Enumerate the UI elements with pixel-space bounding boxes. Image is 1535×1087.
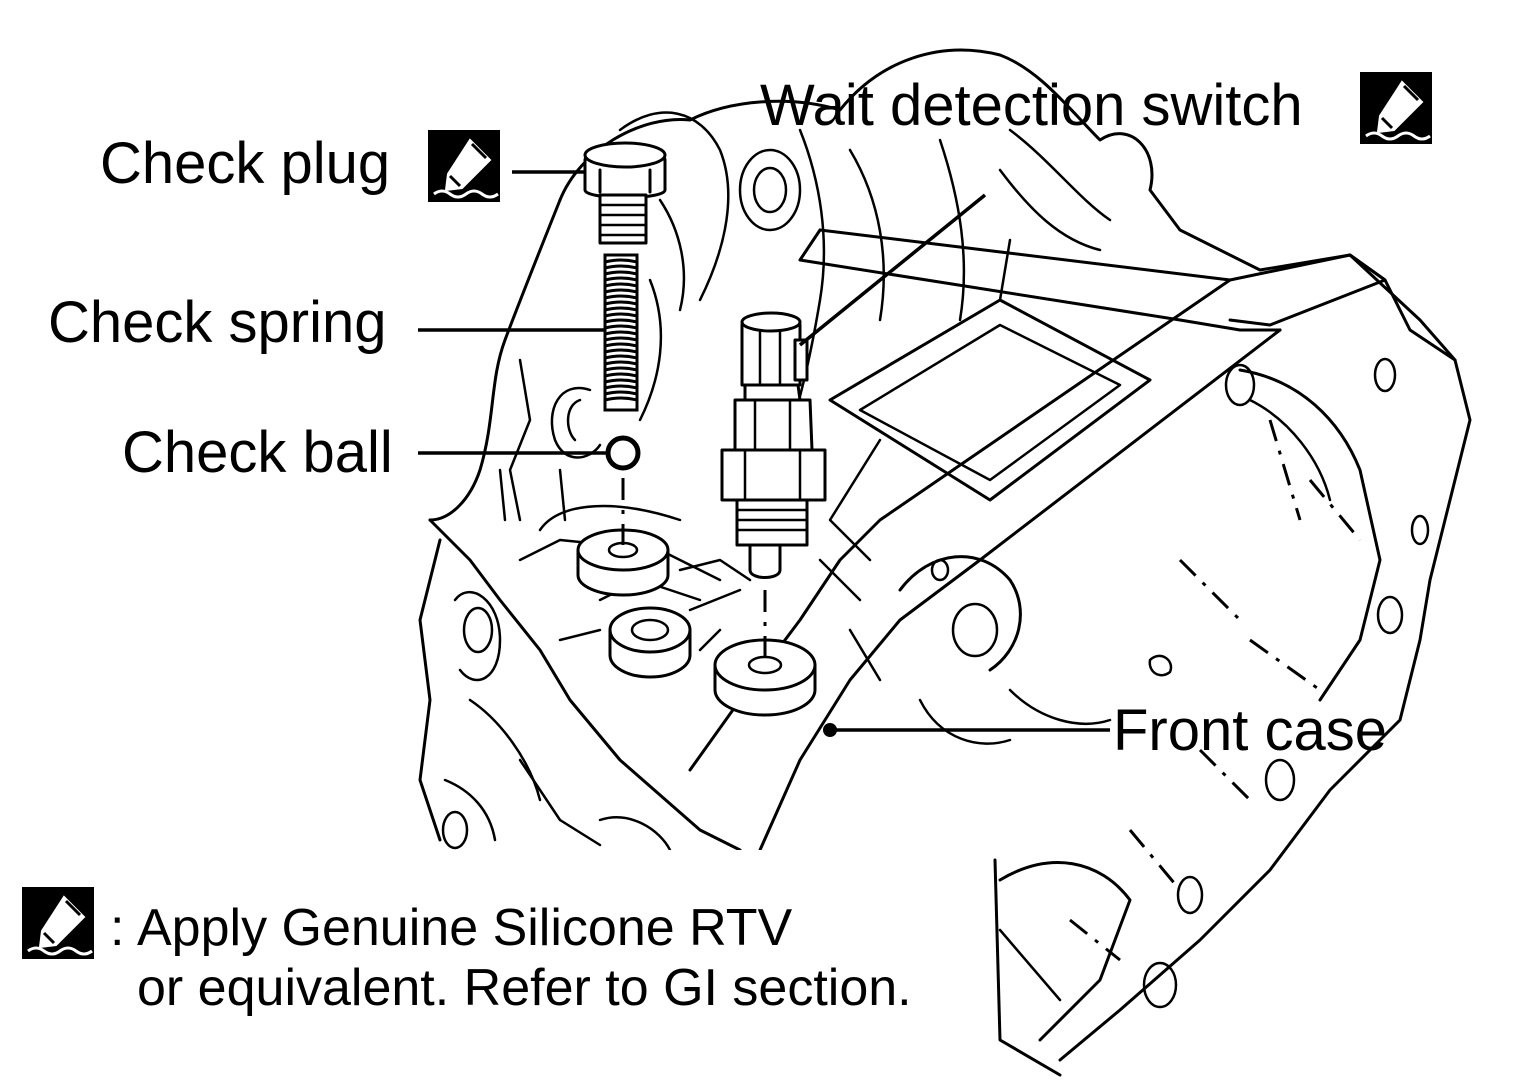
spring-coil [604,378,638,384]
spring-coil [604,324,638,330]
wait-detection-switch [720,311,827,579]
check-plug [583,141,667,245]
label-check-ball: Check ball [122,420,393,485]
legend-backing [0,850,995,1087]
spring-coil [604,348,638,354]
spring-coil [604,372,638,378]
spring-coil [604,366,638,372]
spring-coil [604,354,638,360]
spring-coil [604,318,638,324]
label-front-case: Front case [1113,698,1387,763]
label-check-spring: Check spring [48,290,386,355]
spring-coil [604,276,638,282]
legend-sealant-icon [20,885,96,961]
housing-lower-edge [993,858,1062,1077]
spring-coil [604,312,638,318]
spring-coil [604,294,638,300]
spring-coil [604,282,638,288]
spring-coil [604,396,638,402]
spring-coil [604,360,638,366]
check-ball-seat [576,528,670,597]
spring-coil [604,384,638,390]
spring-coil [604,300,638,306]
switch-seat [713,638,817,717]
spring-coil [604,330,638,336]
lower-seat-boss [608,606,692,679]
spring-coil [604,306,638,312]
front-case-leader-dot [823,723,837,737]
legend-line-2: or equivalent. Refer to GI section. [137,959,912,1017]
legend-colon: : [110,899,124,957]
spring-coil [604,342,638,348]
spring-coil [604,270,638,276]
wait-switch-sealant-icon [1358,70,1434,146]
check-spring [603,253,639,412]
spring-coil [604,390,638,396]
wait-switch-leader [798,193,987,347]
check-plug-sealant-icon [426,128,502,204]
spring-coil [604,288,638,294]
spring-coil [604,258,638,264]
label-wait-detection-switch: Wait detection switch [760,73,1303,138]
label-check-plug: Check plug [100,131,390,196]
check-ball [605,435,641,471]
spring-coil [604,336,638,342]
legend-line-1: Apply Genuine Silicone RTV [137,899,792,957]
spring-coil [604,264,638,270]
